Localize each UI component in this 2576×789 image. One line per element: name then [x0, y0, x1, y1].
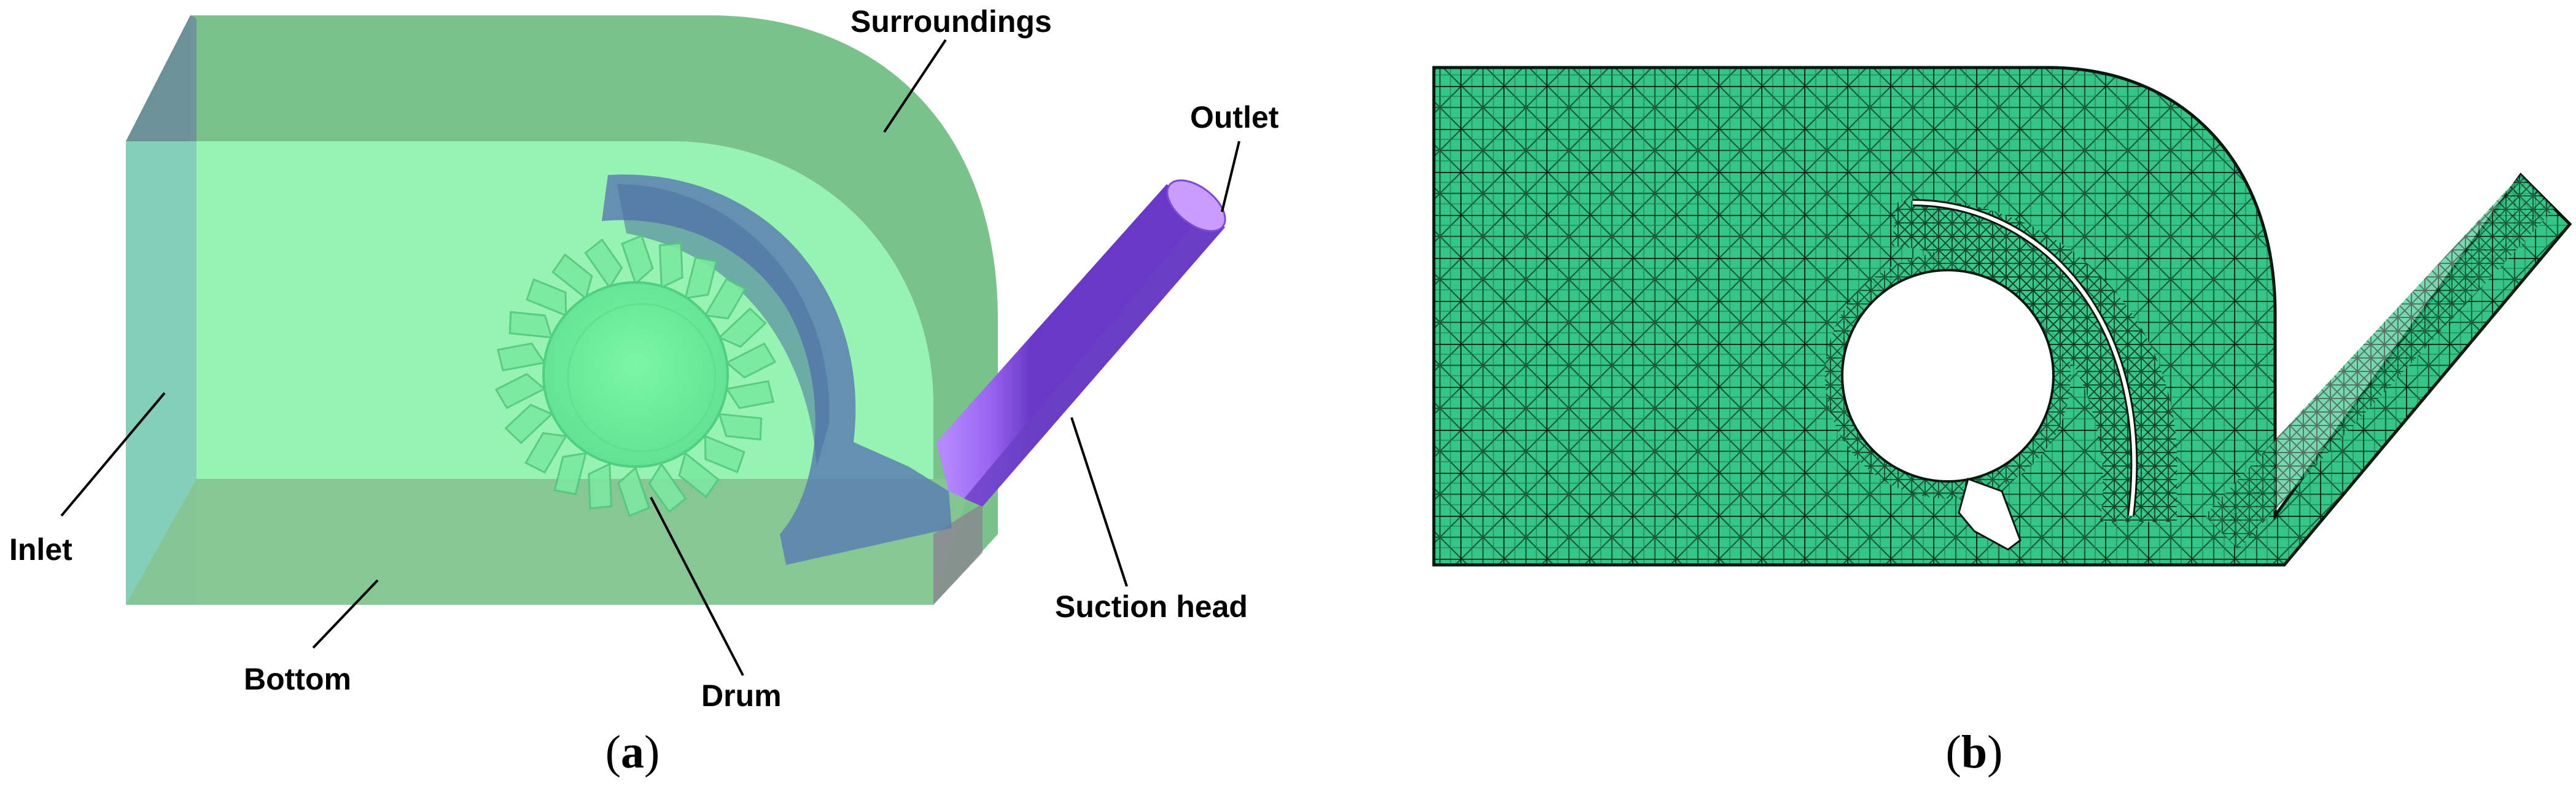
drum-blade [588, 462, 613, 510]
outlet-pipe-shadow [964, 212, 1225, 507]
drum-blade [725, 342, 777, 379]
caption-a: (a) [605, 726, 660, 778]
leader-drum [650, 497, 744, 676]
label-inlet: Inlet [9, 532, 72, 567]
leader-suction-head [1070, 417, 1128, 587]
drum-blade [717, 307, 767, 348]
outlet-pipe [936, 184, 1225, 507]
inlet-face-top [126, 15, 197, 141]
mesh-blade-gap-inner [1912, 201, 2136, 516]
drum-blade [496, 342, 547, 371]
label-outlet: Outlet [1190, 100, 1279, 134]
drum-blade [678, 451, 720, 499]
caption-b-letter: b [1961, 726, 1987, 778]
drum-blade [648, 462, 687, 513]
caption-b: (b) [1946, 726, 2003, 778]
mesh-outlet-refined [2204, 175, 2555, 550]
outlet-pipe-end [1166, 179, 1226, 232]
inlet-face [126, 141, 197, 605]
leader-bottom [312, 579, 379, 649]
drum-core [542, 281, 729, 468]
housing-top-face [126, 15, 998, 605]
label-suction-head: Suction head [1055, 589, 1248, 624]
drum-blade [621, 235, 654, 286]
drum-blade [703, 278, 747, 320]
caption-a-letter: a [621, 726, 644, 778]
suction-head-inner [617, 184, 830, 467]
drum-core-rim [567, 303, 717, 453]
panel-a-3d-model [126, 15, 1226, 605]
leader-surroundings [883, 39, 947, 133]
drum-blade [584, 238, 623, 289]
drum-blade [725, 380, 775, 410]
drum-blade [718, 413, 763, 441]
drum-blade [504, 403, 554, 445]
suction-head [602, 174, 952, 565]
label-bottom: Bottom [244, 662, 351, 696]
label-drum: Drum [701, 678, 782, 713]
drum-blade [617, 466, 650, 517]
mesh-refined-zone [1891, 200, 2177, 522]
drum-blades [494, 235, 777, 517]
mesh-hole-notch [1958, 478, 2021, 551]
leader-outlet [1221, 141, 1240, 212]
drum-blade [508, 311, 553, 339]
drum-blade [553, 452, 587, 496]
mesh-drum-hole [1841, 269, 2055, 483]
bottom-face [126, 479, 973, 605]
leader-inlet [60, 392, 166, 517]
drum-blade [704, 434, 745, 473]
drum-blade [526, 278, 567, 317]
drum-blade [524, 432, 568, 474]
panel-b-mesh [1432, 66, 2572, 567]
drum-blade [658, 242, 683, 289]
label-surroundings: Surroundings [850, 4, 1052, 39]
drum-blade [684, 256, 718, 300]
drum-blade [551, 253, 593, 300]
drum-blade [494, 373, 547, 410]
